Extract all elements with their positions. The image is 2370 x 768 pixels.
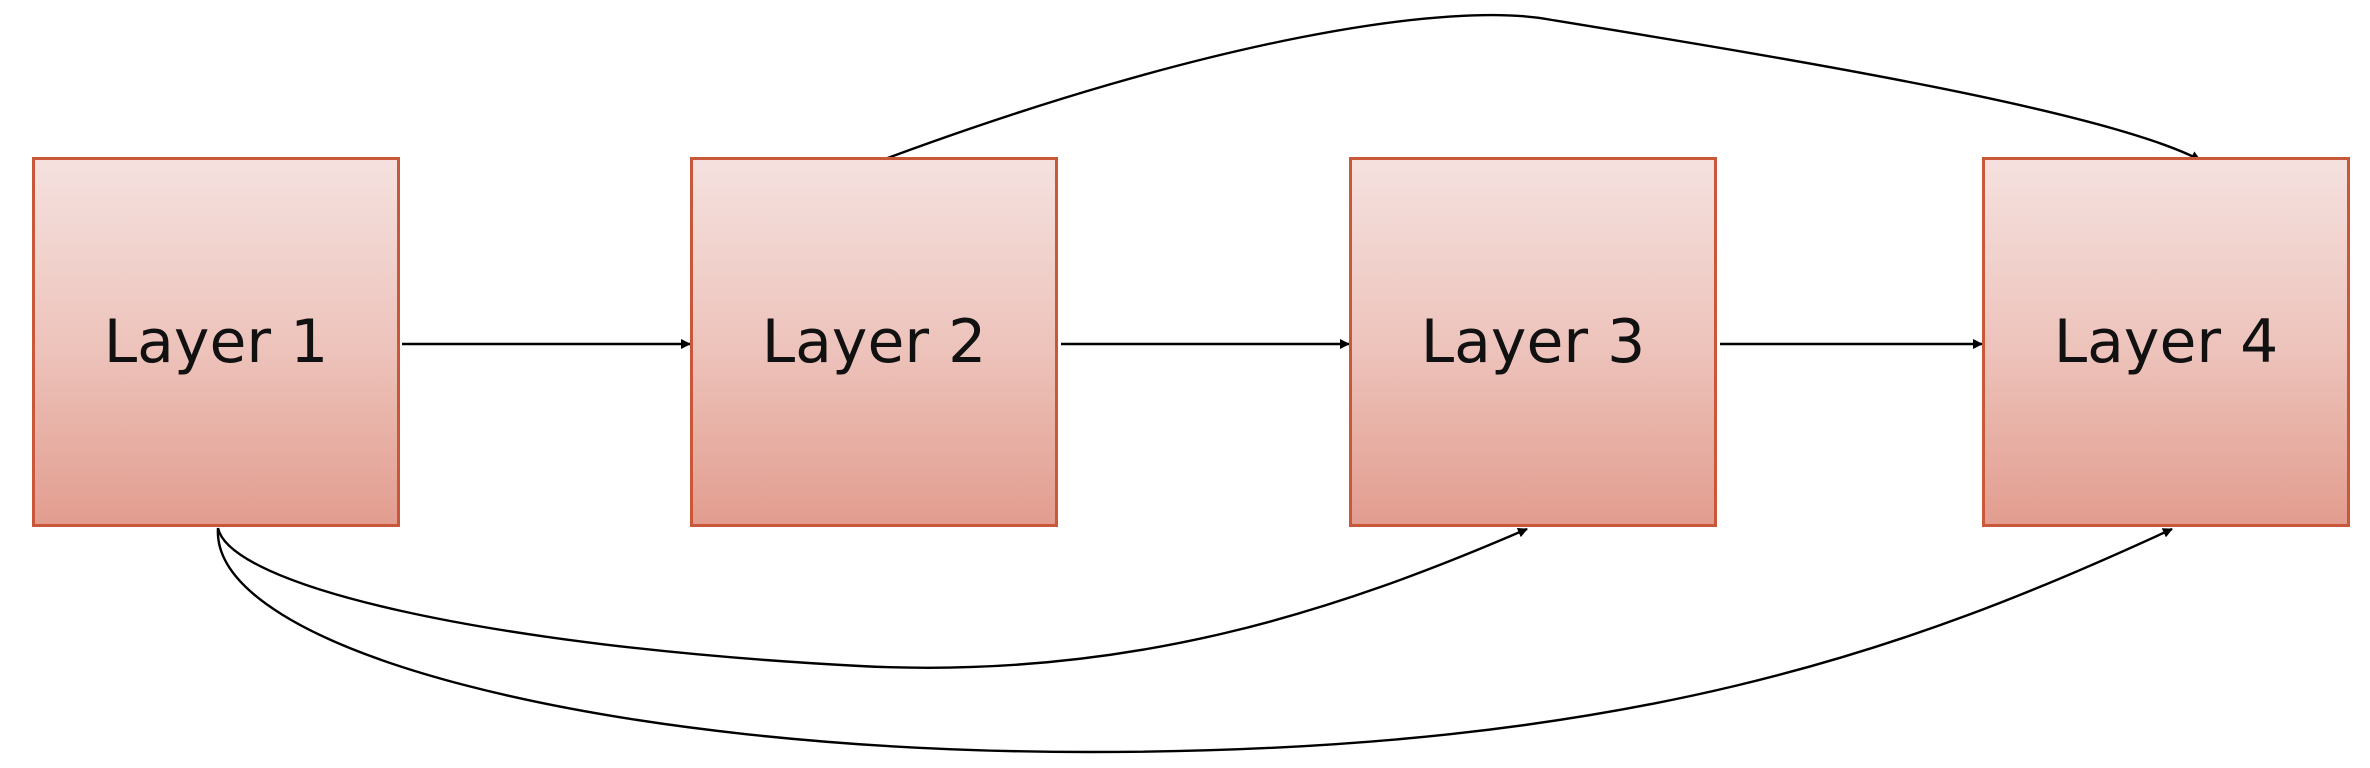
edge-layer-1-to-layer-4: [216, 527, 2173, 754]
edge-layer-2-to-layer-4: [884, 13, 2201, 162]
layer-2-box: Layer 2: [690, 157, 1058, 527]
layer-1-box: Layer 1: [32, 157, 400, 527]
layer-1-label: Layer 1: [103, 307, 329, 377]
layer-3-label: Layer 3: [1420, 307, 1646, 377]
edge-layer-1-to-layer-3: [216, 527, 1528, 669]
layer-3-box: Layer 3: [1349, 157, 1717, 527]
layer-2-label: Layer 2: [761, 307, 987, 377]
layer-4-box: Layer 4: [1982, 157, 2350, 527]
layer-4-label: Layer 4: [2053, 307, 2279, 377]
